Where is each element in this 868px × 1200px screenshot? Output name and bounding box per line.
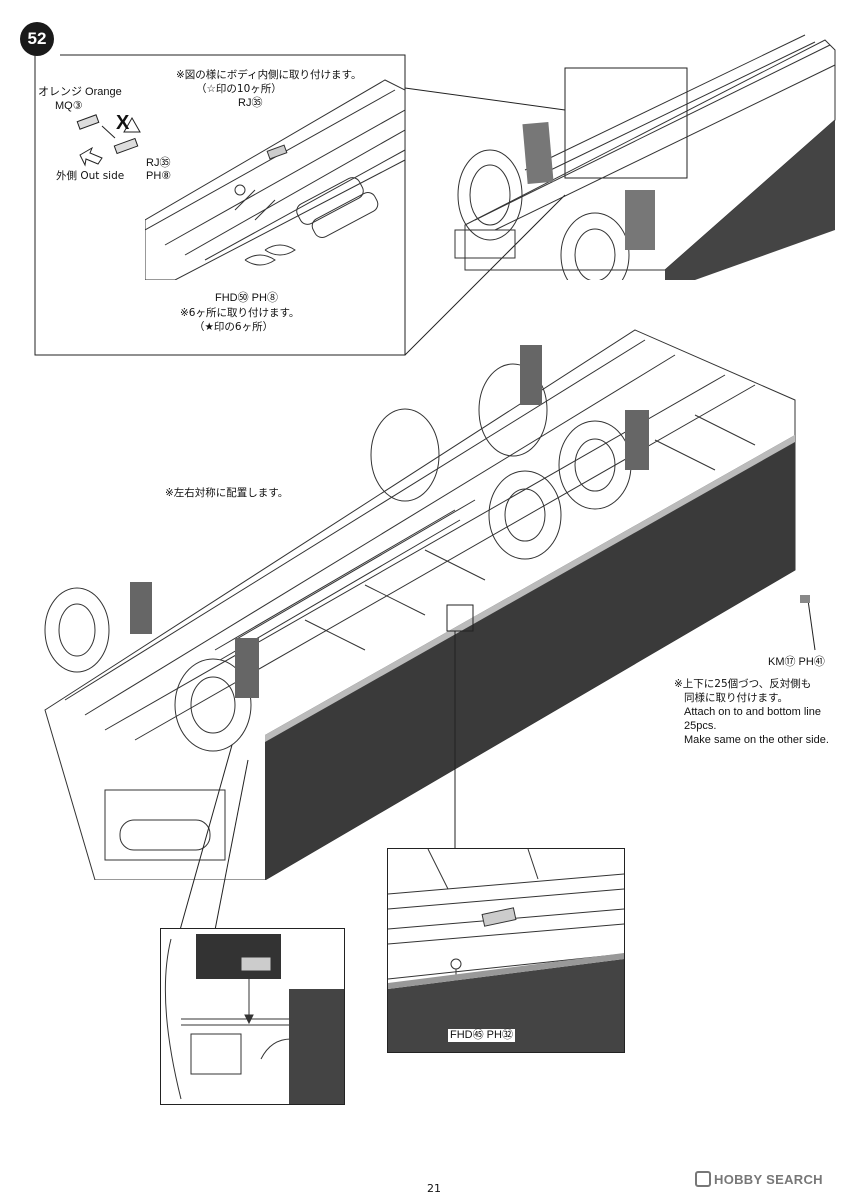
bottom-right-detail-panel: FHD㊺ PH㉜ — [387, 848, 625, 1053]
fhd-callout: FHD㊿ PH⑧ — [215, 292, 278, 304]
main-chassis-view — [44, 329, 796, 880]
watermark-text: HOBBY SEARCH — [714, 1172, 823, 1187]
inside-note-line1: ※図の様にボディ内側に取り付けます。 — [176, 69, 362, 81]
top-right-chassis-view — [454, 34, 836, 280]
outside-label: 外側 Out side — [56, 170, 125, 182]
attach-note-jp-line1: ※上下に25個づつ、反対側も — [674, 678, 812, 690]
wrong-placement-mark: X — [116, 112, 130, 134]
step-number-badge: 52 — [20, 22, 54, 56]
bottom-left-detail-panel — [160, 928, 345, 1105]
six-places-note-line2: （★印の6ヶ所） — [194, 321, 274, 333]
page-number: 21 — [427, 1182, 441, 1195]
symmetric-placement-note: ※左右対称に配置します。 — [165, 487, 289, 499]
color-orange-label: オレンジ Orange — [38, 86, 122, 98]
part-rj-label: RJ㉟ — [146, 157, 171, 169]
bottom-left-detail-drawing — [164, 934, 344, 1104]
inside-note-line2: （☆印の10ヶ所） — [196, 83, 282, 95]
part-mq-label: MQ③ — [55, 100, 83, 112]
part-orientation-diagram — [76, 114, 141, 167]
chassis-closeup-drawing — [145, 79, 405, 280]
watermark-logo: HOBBY SEARCH — [695, 1171, 823, 1187]
attach-note-jp-line2: 同様に取り付けます。 — [684, 692, 788, 704]
fhd-part-label: FHD㊺ PH㉜ — [448, 1029, 515, 1042]
watermark-icon — [695, 1171, 711, 1187]
bottom-right-detail-drawing — [388, 849, 624, 1052]
attach-note-en-line3: Make same on the other side. — [684, 734, 829, 746]
attach-note-en-line2: 25pcs. — [684, 720, 717, 732]
rj-callout: RJ㉟ — [238, 97, 263, 109]
six-places-note-line1: ※6ヶ所に取り付けます。 — [180, 307, 300, 319]
sprue-ph8-label: PH⑧ — [146, 170, 172, 182]
km-part-label: KM⑰ PH㊶ — [768, 656, 825, 668]
attach-note-en-line1: Attach on to and bottom line — [684, 706, 821, 718]
